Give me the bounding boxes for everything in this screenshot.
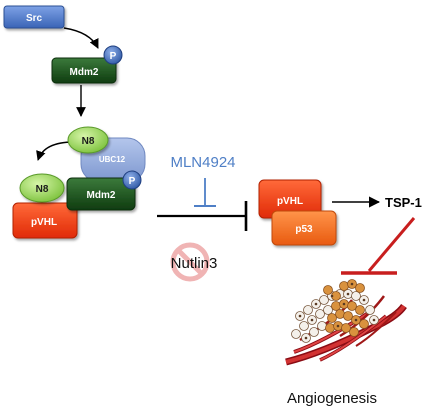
n8-complex-node: N8 [19,173,65,203]
pvhl-complex-node: pVHL [12,202,78,239]
no-sign-icon [170,242,210,282]
complex-inhibits-pvhl-p53 [157,201,248,231]
p53-node: p53 [271,210,337,246]
mdm2-top-label: Mdm2 [70,67,99,78]
tumor-vessel-icon [285,279,407,366]
mln4924-label: MLN4924 [170,154,235,171]
angiogenesis-label: Angiogenesis [287,390,377,407]
pvhl-complex-label: pVHL [31,217,57,228]
n8-top-label: N8 [82,136,95,147]
src-label: Src [26,13,43,24]
tsp1-inhibits-angiogenesis [341,217,416,275]
n8-complex-label: N8 [36,184,49,195]
mdm2-top-node: Mdm2 [51,57,117,84]
arrow-n8-transfer [36,141,75,161]
pvhl-right-node: pVHL [258,179,322,219]
phospho-top-label: P [110,51,117,62]
phospho-top-badge: P [103,45,123,65]
p53-label: p53 [295,224,313,235]
nutlin3-label: Nutlin3 [171,255,218,272]
ubc12-label: UBC12 [99,155,126,164]
pvhl-right-label: pVHL [277,196,303,207]
mdm2-complex-node: Mdm2 [66,177,136,211]
tsp1-label: TSP-1 [385,195,422,210]
src-node: Src [3,5,65,29]
phospho-complex-badge: P [122,170,142,190]
arrow-src-to-mdm2 [63,27,99,49]
phospho-complex-label: P [129,176,136,187]
mdm2-complex-label: Mdm2 [87,190,116,201]
mln4924-inhibition [194,178,216,207]
n8-top-node: N8 [67,126,109,154]
